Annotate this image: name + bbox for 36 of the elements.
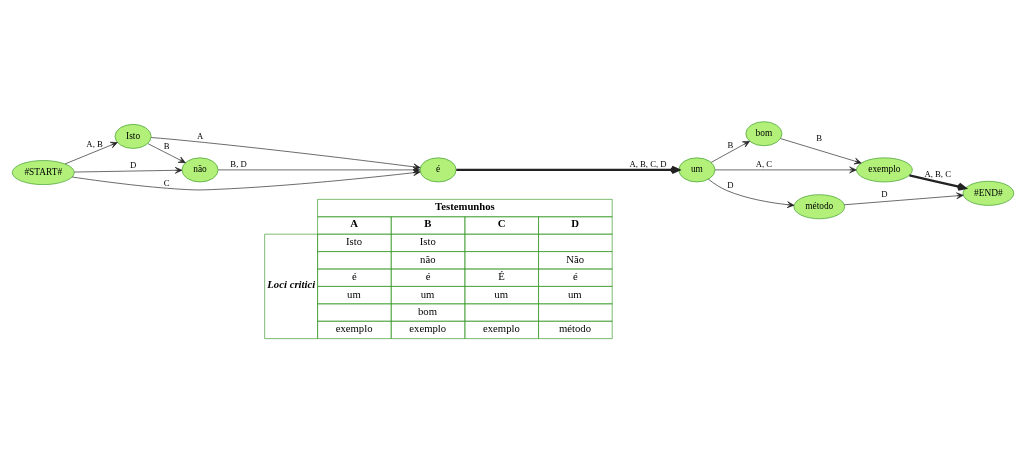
label: É <box>497 270 505 283</box>
label: Testemunhos <box>434 199 495 212</box>
label: D <box>570 217 579 230</box>
label: Isto <box>419 235 436 248</box>
label: Loci critici <box>266 278 315 291</box>
label: um <box>567 287 582 300</box>
label: A <box>349 217 358 230</box>
edge-label: A, C <box>755 159 772 170</box>
edge-label: D <box>129 160 136 171</box>
label: B <box>423 217 432 230</box>
label: é <box>425 270 430 283</box>
edge-label: B <box>815 133 822 144</box>
label: é <box>572 270 578 283</box>
label: exemplo <box>408 322 446 335</box>
label: método <box>558 322 591 335</box>
edge-label: A, B, C, D <box>628 159 667 170</box>
label: um <box>493 287 508 300</box>
label: Isto <box>345 235 362 248</box>
label: não <box>419 252 435 265</box>
label: é <box>351 270 357 283</box>
label: um <box>420 287 434 300</box>
edge-label: B <box>163 141 169 152</box>
edge-label: B, D <box>229 159 247 170</box>
label: Não <box>565 252 584 265</box>
label: exemplo <box>482 322 520 335</box>
label: bom <box>417 305 437 318</box>
label: exemplo <box>335 322 373 335</box>
label: um <box>346 287 361 300</box>
edge-label: D <box>726 180 734 191</box>
edge-label: A, B, C <box>923 168 951 179</box>
edge-label: C <box>163 177 169 188</box>
edge-label: D <box>880 188 888 199</box>
edge-label: A, B <box>85 138 103 149</box>
edge-label: B <box>727 140 733 151</box>
edge-label: A <box>196 130 203 141</box>
label: C <box>497 217 505 230</box>
